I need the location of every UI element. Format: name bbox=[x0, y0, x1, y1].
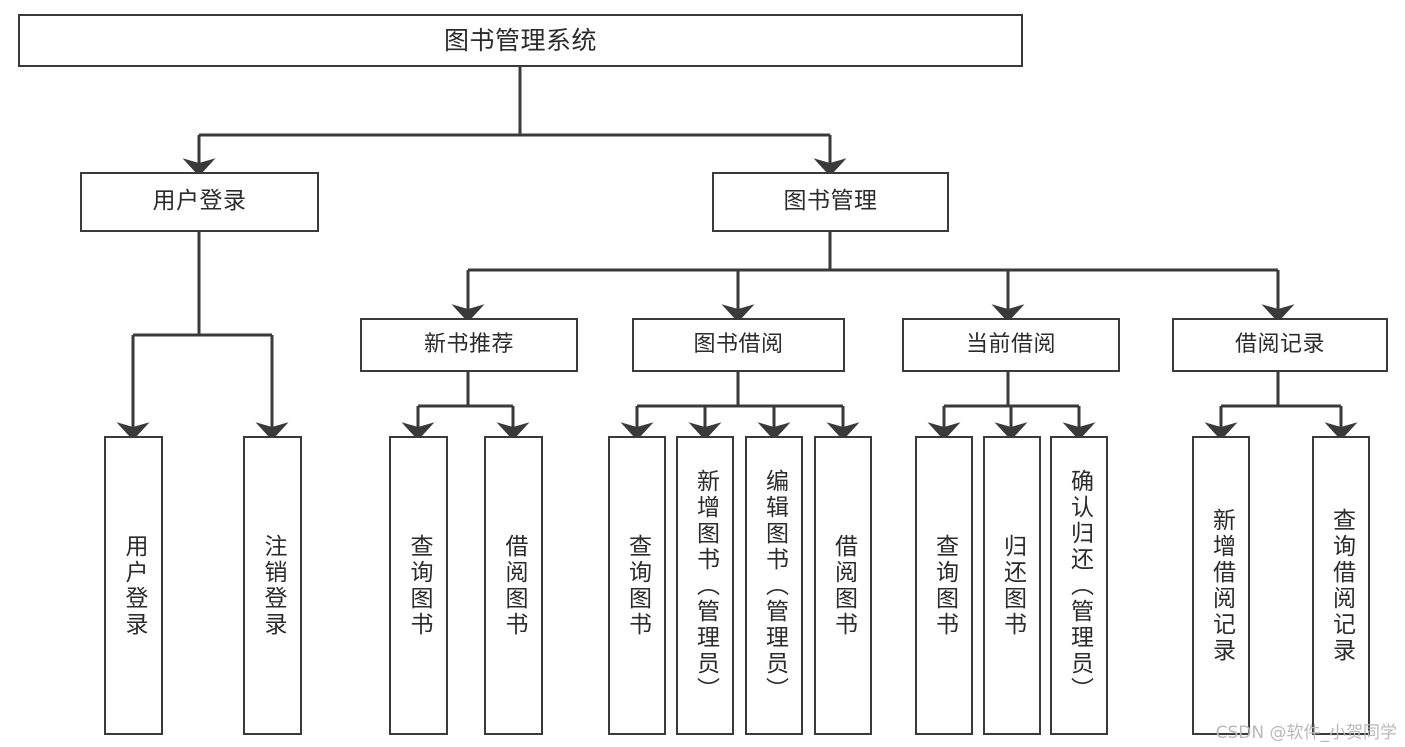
node-user-login-label: 用户登录 bbox=[152, 188, 247, 215]
node-current-borrow-label: 当前借阅 bbox=[965, 332, 1056, 358]
leaf-borrow-borrow-book[interactable]: 借阅图书 bbox=[814, 436, 872, 735]
leaf-record-add-record[interactable]: 新增借阅记录 bbox=[1192, 436, 1250, 735]
leaf-current-confirm-return-label: 确认归还（管理员） bbox=[1066, 468, 1093, 703]
node-borrow-record-label: 借阅记录 bbox=[1234, 332, 1325, 358]
leaf-borrow-add-book-label: 新增图书（管理员） bbox=[692, 468, 719, 703]
node-root[interactable]: 图书管理系统 bbox=[18, 14, 1023, 67]
node-book-manage[interactable]: 图书管理 bbox=[712, 172, 949, 232]
leaf-current-return-book[interactable]: 归还图书 bbox=[983, 436, 1041, 735]
node-new-book-recommend[interactable]: 新书推荐 bbox=[360, 318, 578, 372]
leaf-newbook-borrow-book-label: 借阅图书 bbox=[501, 533, 527, 638]
leaf-current-return-book-label: 归还图书 bbox=[999, 533, 1026, 638]
leaf-record-query-record-label: 查询借阅记录 bbox=[1328, 507, 1355, 664]
leaf-borrow-query-book[interactable]: 查询图书 bbox=[608, 436, 666, 735]
leaf-newbook-borrow-book[interactable]: 借阅图书 bbox=[484, 436, 543, 735]
node-borrow-record[interactable]: 借阅记录 bbox=[1172, 318, 1388, 372]
leaf-borrow-edit-book[interactable]: 编辑图书（管理员） bbox=[745, 436, 803, 735]
watermark: CSDN @软件_小贺同学 bbox=[1215, 723, 1397, 743]
leaf-borrow-query-book-label: 查询图书 bbox=[624, 533, 651, 638]
node-root-label: 图书管理系统 bbox=[443, 25, 597, 55]
leaf-logout[interactable]: 注销登录 bbox=[243, 436, 302, 735]
leaf-record-query-record[interactable]: 查询借阅记录 bbox=[1312, 436, 1370, 735]
node-book-manage-label: 图书管理 bbox=[783, 188, 878, 215]
leaf-record-add-record-label: 新增借阅记录 bbox=[1208, 507, 1235, 664]
node-book-borrow-label: 图书借阅 bbox=[693, 332, 784, 358]
node-current-borrow[interactable]: 当前借阅 bbox=[902, 318, 1120, 372]
leaf-user-login-label: 用户登录 bbox=[121, 533, 147, 638]
node-book-borrow[interactable]: 图书借阅 bbox=[632, 318, 845, 372]
leaf-current-confirm-return[interactable]: 确认归还（管理员） bbox=[1050, 436, 1108, 735]
leaf-borrow-add-book[interactable]: 新增图书（管理员） bbox=[676, 436, 734, 735]
leaf-logout-label: 注销登录 bbox=[260, 533, 286, 638]
leaf-current-query-book[interactable]: 查询图书 bbox=[915, 436, 973, 735]
node-user-login[interactable]: 用户登录 bbox=[80, 172, 319, 232]
leaf-borrow-edit-book-label: 编辑图书（管理员） bbox=[761, 468, 788, 703]
leaf-newbook-query-book-label: 查询图书 bbox=[406, 533, 432, 638]
leaf-user-login[interactable]: 用户登录 bbox=[104, 436, 163, 735]
node-new-book-recommend-label: 新书推荐 bbox=[423, 332, 514, 358]
leaf-newbook-query-book[interactable]: 查询图书 bbox=[389, 436, 448, 735]
leaf-borrow-borrow-book-label: 借阅图书 bbox=[830, 533, 857, 638]
leaf-current-query-book-label: 查询图书 bbox=[931, 533, 958, 638]
